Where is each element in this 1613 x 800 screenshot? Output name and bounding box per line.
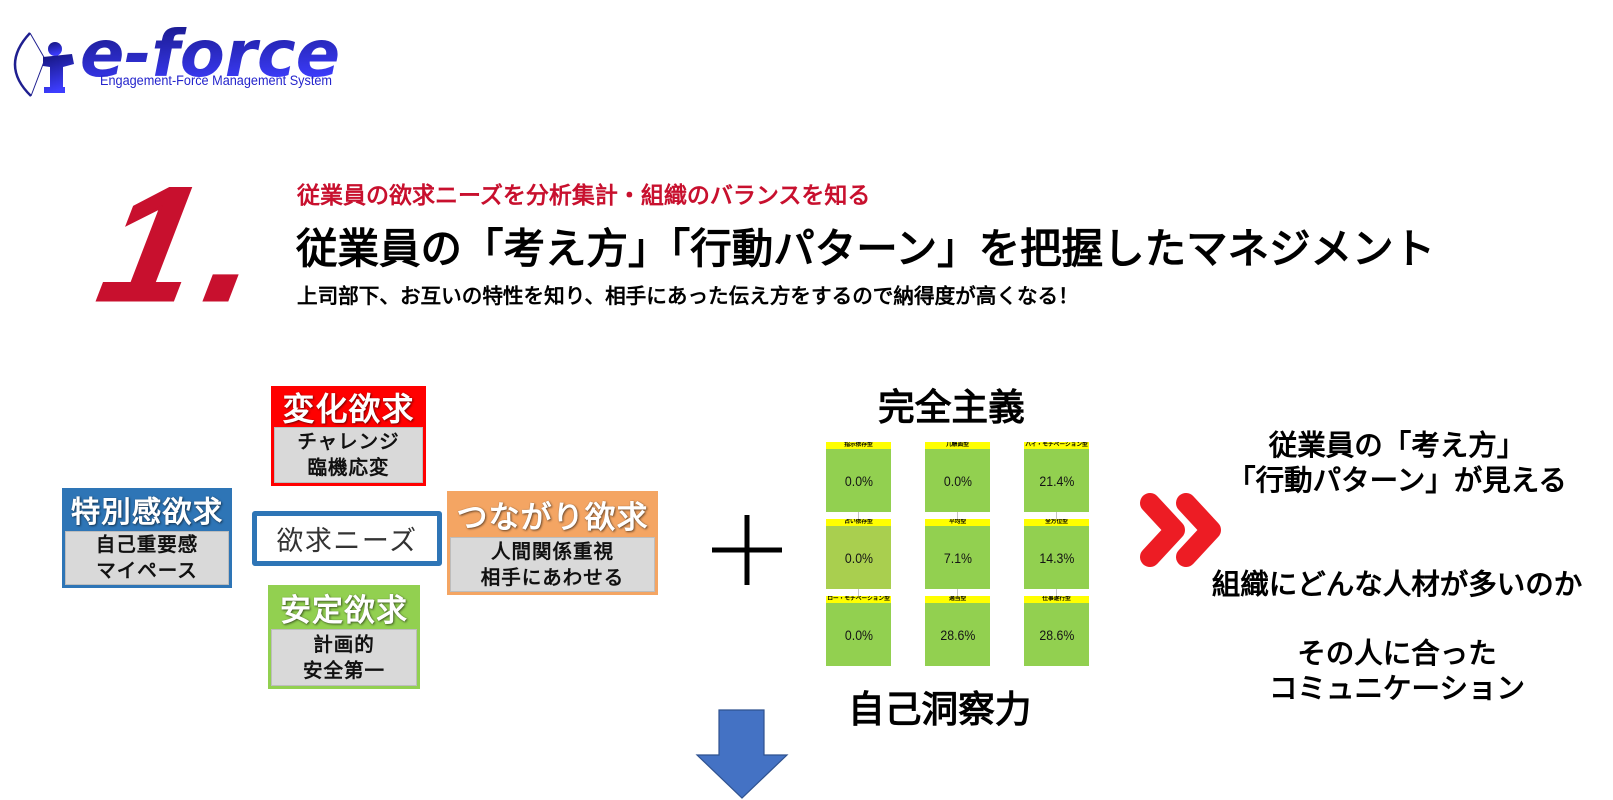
need-description: 計画的 安全第一 xyxy=(271,629,417,686)
type-label: ロー・モチベーション型 xyxy=(826,596,891,603)
type-share: 7.1% xyxy=(925,526,990,589)
outcome-line: 組織にどんな人材が多いのか xyxy=(1211,568,1583,601)
need-description: 自己重要感 マイペース xyxy=(65,531,229,585)
archer-head-shape xyxy=(48,42,62,56)
outcome-group: 組織にどんな人材が多いのか xyxy=(1197,567,1597,602)
type-share: 21.4% xyxy=(1024,449,1089,512)
matrix-grid: 指示依存型 0.0% 几帳面型 0.0% ハイ・モチベーション型 21.4% 占… xyxy=(826,442,1089,666)
archer-icon xyxy=(13,32,74,97)
outcome-line: 従業員の「考え方」 xyxy=(1268,429,1526,462)
need-box-stability: 安定欲求 計画的 安全第一 xyxy=(268,585,420,689)
type-label: 適当型 xyxy=(925,596,990,603)
need-description: 人間関係重視 相手にあわせる xyxy=(450,537,655,592)
type-share-value: 21.4% xyxy=(1039,472,1074,489)
need-title: 安定欲求 xyxy=(280,592,408,629)
outcome-line: コミュニケーション xyxy=(1269,672,1525,705)
need-line: 人間関係重視 xyxy=(490,539,614,563)
need-line: 臨機応変 xyxy=(307,456,390,479)
type-share-value: 7.1% xyxy=(943,549,972,566)
logo: e-force Engagement-Force Management Syst… xyxy=(13,26,340,97)
matrix-top-label: 完全主義 xyxy=(878,386,1025,429)
archer-body-shape xyxy=(43,54,74,93)
type-cell: 適当型 28.6% xyxy=(925,589,990,666)
type-label: ハイ・モチベーション型 xyxy=(1024,442,1089,449)
type-cell: 全方位型 14.3% xyxy=(1024,512,1089,589)
type-share-value: 28.6% xyxy=(1039,626,1074,643)
type-share-value: 0.0% xyxy=(943,472,972,489)
type-share: 14.3% xyxy=(1024,526,1089,589)
section-kicker: 従業員の欲求ニーズを分析集計・組織のバランスを知る xyxy=(297,183,871,209)
need-title: 変化欲求 xyxy=(282,389,415,428)
type-share-value: 14.3% xyxy=(1039,549,1074,566)
outcome-group: 従業員の「考え方」 「行動パターン」が見える xyxy=(1197,428,1597,498)
need-box-special: 特別感欲求 自己重要感 マイペース xyxy=(62,488,232,588)
type-share-value: 28.6% xyxy=(940,626,975,643)
chevron-shape xyxy=(1140,493,1185,567)
need-description: チャレンジ 臨機応変 xyxy=(274,427,423,483)
type-label: 平均型 xyxy=(925,519,990,526)
type-label: 仕事遂行型 xyxy=(1024,596,1089,603)
need-title: つながり欲求 xyxy=(456,499,649,536)
type-label: 全方位型 xyxy=(1024,519,1089,526)
type-share: 28.6% xyxy=(925,603,990,666)
need-box-connection: つながり欲求 人間関係重視 相手にあわせる xyxy=(447,491,658,595)
matrix-bottom-label: 自己洞察力 xyxy=(848,688,1032,731)
section-number: 1. xyxy=(72,153,312,337)
bow-shape xyxy=(13,32,32,97)
need-box-change: 変化欲求 チャレンジ 臨機応変 xyxy=(271,386,426,486)
logo-wordmark: e-force xyxy=(80,26,340,92)
needs-center-label: 欲求ニーズ xyxy=(252,511,442,566)
double-chevron-right-icon xyxy=(1140,493,1221,567)
need-title: 特別感欲求 xyxy=(70,494,224,529)
type-share-value: 0.0% xyxy=(844,549,873,566)
page-title: 従業員の「考え方」「行動パターン」を把握したマネジメント xyxy=(296,224,1436,273)
type-share: 0.0% xyxy=(925,449,990,512)
type-share-value: 0.0% xyxy=(844,626,873,643)
type-share: 28.6% xyxy=(1024,603,1089,666)
chevron-shape xyxy=(1176,493,1221,567)
type-cell: 平均型 7.1% xyxy=(925,512,990,589)
need-line: 自己重要感 xyxy=(95,533,199,556)
outcome-group: その人に合った コミュニケーション xyxy=(1197,636,1597,706)
type-share: 0.0% xyxy=(826,603,891,666)
type-share-value: 0.0% xyxy=(844,472,873,489)
bowstring-shape xyxy=(29,32,46,97)
plus-icon xyxy=(712,515,782,585)
type-label: 几帳面型 xyxy=(925,442,990,449)
type-label: 占い依存型 xyxy=(826,519,891,526)
type-cell: 指示依存型 0.0% xyxy=(826,442,891,512)
type-cell: ロー・モチベーション型 0.0% xyxy=(826,589,891,666)
type-label: 指示依存型 xyxy=(826,442,891,449)
outcome-line: その人に合った xyxy=(1297,637,1497,670)
page-description: 上司部下、お互いの特性を知り、相手にあった伝え方をするので納得度が高くなる！ xyxy=(297,284,1079,308)
need-line: 計画的 xyxy=(313,632,375,656)
logo-tagline: Engagement-Force Management System xyxy=(100,73,332,88)
arrow-shape xyxy=(695,709,789,799)
need-line: 安全第一 xyxy=(302,658,385,682)
need-line: チャレンジ xyxy=(297,430,400,453)
outcome-line: 「行動パターン」が見える xyxy=(1227,464,1567,497)
type-cell: ハイ・モチベーション型 21.4% xyxy=(1024,442,1089,512)
type-share: 0.0% xyxy=(826,526,891,589)
need-line: マイペース xyxy=(96,559,198,582)
need-line: 相手にあわせる xyxy=(480,565,625,589)
arrow-down-icon xyxy=(695,709,789,799)
type-cell: 占い依存型 0.0% xyxy=(826,512,891,589)
type-cell: 几帳面型 0.0% xyxy=(925,442,990,512)
type-share: 0.0% xyxy=(826,449,891,512)
type-cell: 仕事遂行型 28.6% xyxy=(1024,589,1089,666)
